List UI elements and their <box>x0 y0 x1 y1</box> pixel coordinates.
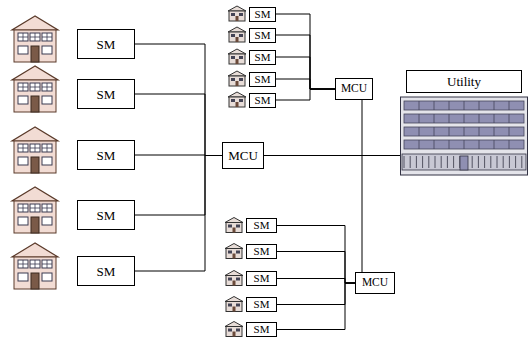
node-label: MCU <box>362 277 388 289</box>
connector-line <box>277 226 355 284</box>
house-icon <box>225 218 243 233</box>
house-icon <box>228 71 246 86</box>
smart-meter-box: SM <box>249 28 276 43</box>
connector-line <box>135 156 222 216</box>
node-label: SM <box>254 220 270 231</box>
smart-meter-box: SM <box>246 271 277 286</box>
house-icon <box>228 27 246 42</box>
node-label: SM <box>97 209 116 222</box>
connector-line <box>362 100 400 156</box>
node-label: SM <box>254 299 270 310</box>
node-label: SM <box>255 30 271 41</box>
mcu-box: MCU <box>335 78 373 100</box>
house-icon <box>228 49 246 64</box>
smart-meter-box: SM <box>77 256 135 286</box>
smart-meter-box: SM <box>249 93 276 108</box>
node-label: MCU <box>341 83 367 95</box>
house-icon <box>12 16 58 62</box>
utility-building: Utility <box>400 70 528 176</box>
smart-meter-box: SM <box>77 200 135 230</box>
connector-line <box>276 14 335 89</box>
connector-line <box>276 35 335 89</box>
connector-line <box>277 252 355 284</box>
connector-line <box>362 156 400 273</box>
house-icon <box>12 243 58 289</box>
node-label: SM <box>255 74 271 85</box>
house-icon <box>225 322 243 337</box>
node-label: SM <box>97 265 116 278</box>
connector-line <box>135 94 222 156</box>
smart-meter-box: SM <box>246 322 277 337</box>
node-label: SM <box>254 246 270 257</box>
node-label: SM <box>254 324 270 335</box>
smart-meter-box: SM <box>246 244 277 259</box>
connector-line <box>276 57 335 89</box>
node-label: SM <box>255 52 271 63</box>
house-icon <box>12 187 58 233</box>
connector-line <box>277 283 355 330</box>
connector-line <box>135 156 222 272</box>
smart-meter-box: SM <box>246 218 277 233</box>
connector-line <box>276 89 335 100</box>
node-label: SM <box>97 38 116 51</box>
mcu-box: MCU <box>355 272 395 294</box>
mcu-box: MCU <box>222 142 264 169</box>
utility-label: Utility <box>406 70 522 93</box>
house-icon <box>225 244 243 259</box>
house-icon <box>225 297 243 312</box>
smart-meter-box: SM <box>249 50 276 65</box>
smart-meter-box: SM <box>77 140 135 170</box>
smart-meter-box: SM <box>77 79 135 109</box>
node-label: SM <box>255 9 271 20</box>
house-icon <box>228 92 246 107</box>
smart-meter-box: SM <box>249 72 276 87</box>
smart-meter-box: SM <box>246 297 277 312</box>
node-label: MCU <box>228 149 258 162</box>
node-label: SM <box>97 149 116 162</box>
connector-line <box>135 44 222 156</box>
connector-line <box>277 279 355 284</box>
node-label: SM <box>254 273 270 284</box>
smart-meter-box: SM <box>77 29 135 59</box>
connector-line <box>277 283 355 305</box>
node-label: SM <box>97 88 116 101</box>
house-icon <box>12 66 58 112</box>
house-icon <box>225 271 243 286</box>
node-label: SM <box>255 95 271 106</box>
connector-line <box>276 79 335 89</box>
house-icon <box>12 127 58 173</box>
smart-meter-box: SM <box>249 7 276 22</box>
house-icon <box>228 6 246 21</box>
